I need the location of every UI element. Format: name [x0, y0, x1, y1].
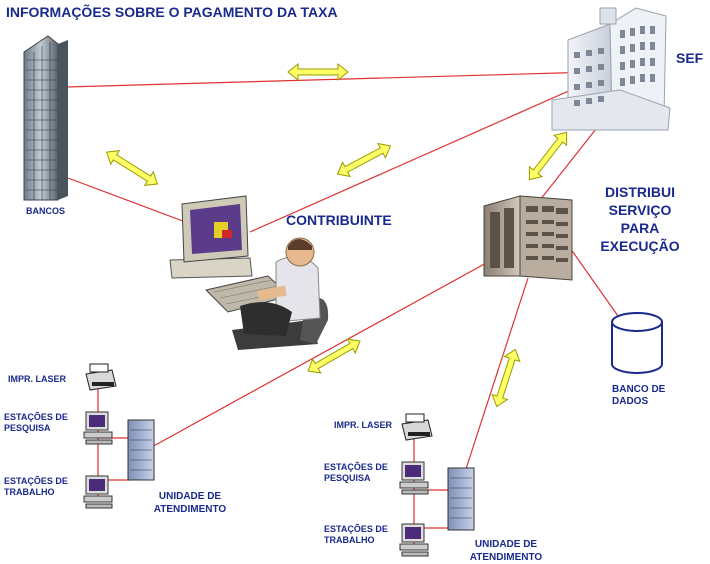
right-unit-group: [399, 413, 475, 557]
database-cylinder-icon: [611, 312, 663, 374]
small-server-icon: [447, 467, 475, 531]
user-at-computer-icon: [169, 195, 329, 350]
bancos-label: BANCOS: [26, 206, 66, 216]
workstation-icon: [399, 461, 429, 495]
data-flow-arrows: [105, 62, 568, 408]
distribui-label: DISTRIBUI SERVIÇO PARA EXECUÇÃO: [600, 184, 680, 254]
bank-tower-icon: [23, 35, 68, 201]
left-unit-group: [83, 363, 155, 509]
double-arrow-icon: [105, 149, 159, 187]
double-arrow-icon: [491, 348, 521, 408]
laser-printer-icon: [401, 413, 433, 441]
workstation-icon: [83, 475, 113, 509]
link-bancos-sef: [65, 71, 595, 88]
workstation-icon: [83, 411, 113, 445]
link-contribuinte-sef: [249, 77, 599, 233]
banco-dados-label: BANCO DE DADOS: [612, 384, 666, 407]
link-rack-unit-left: [149, 261, 489, 449]
right-estacoes-trabalho-label: ESTAÇÕES DE TRABALHO: [324, 524, 388, 545]
right-impr-laser-label: IMPR. LASER: [334, 420, 393, 430]
sef-label: SEF: [676, 50, 704, 66]
left-estacoes-trabalho-label: ESTAÇÕES DE TRABALHO: [4, 476, 68, 497]
right-unidade-label: UNIDADE DE ATENDIMENTO: [469, 539, 543, 563]
laser-printer-icon: [85, 363, 117, 391]
link-rack-unit-right: [464, 277, 529, 473]
contribuinte-label: CONTRIBUINTE: [286, 212, 392, 228]
left-impr-laser-label: IMPR. LASER: [8, 374, 67, 384]
double-arrow-icon: [307, 338, 361, 374]
server-rack-icon: [483, 195, 573, 281]
workstation-icon: [399, 523, 429, 557]
right-estacoes-pesquisa-label: ESTAÇÕES DE PESQUISA: [324, 462, 388, 483]
double-arrow-icon: [287, 62, 349, 82]
diagram-title: INFORMAÇÕES SOBRE O PAGAMENTO DA TAXA: [6, 4, 338, 20]
left-unidade-label: UNIDADE DE ATENDIMENTO: [153, 491, 227, 515]
left-estacoes-pesquisa-label: ESTAÇÕES DE PESQUISA: [4, 412, 68, 433]
link-rack-db: [567, 244, 619, 317]
double-arrow-icon: [528, 131, 568, 181]
small-server-icon: [127, 419, 155, 481]
double-arrow-icon: [336, 142, 392, 178]
office-building-icon: [551, 7, 671, 131]
